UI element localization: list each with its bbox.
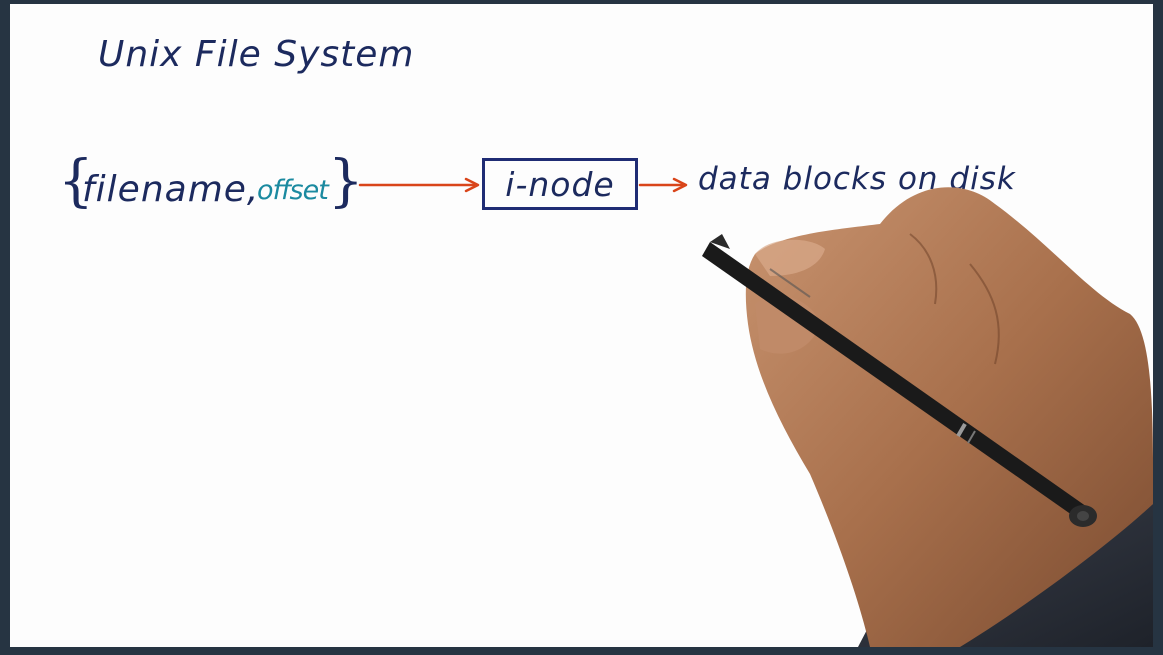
pen-icon <box>702 234 1097 527</box>
offset-label: offset <box>257 175 329 206</box>
filename-label: filename, <box>82 169 260 210</box>
hand-holding-pen <box>702 187 1153 647</box>
arrow-input-to-inode <box>358 177 480 193</box>
diagram-title: Unix File System <box>98 34 415 75</box>
arrow-inode-to-datablocks <box>638 177 688 193</box>
diagram-arrows <box>358 177 688 193</box>
open-brace: { <box>58 149 94 214</box>
inode-label: i-node <box>505 164 615 204</box>
whiteboard-canvas: Unix File System { filename, offset } i-… <box>10 4 1153 647</box>
close-brace: } <box>328 149 364 214</box>
inode-box: i-node <box>482 158 638 210</box>
